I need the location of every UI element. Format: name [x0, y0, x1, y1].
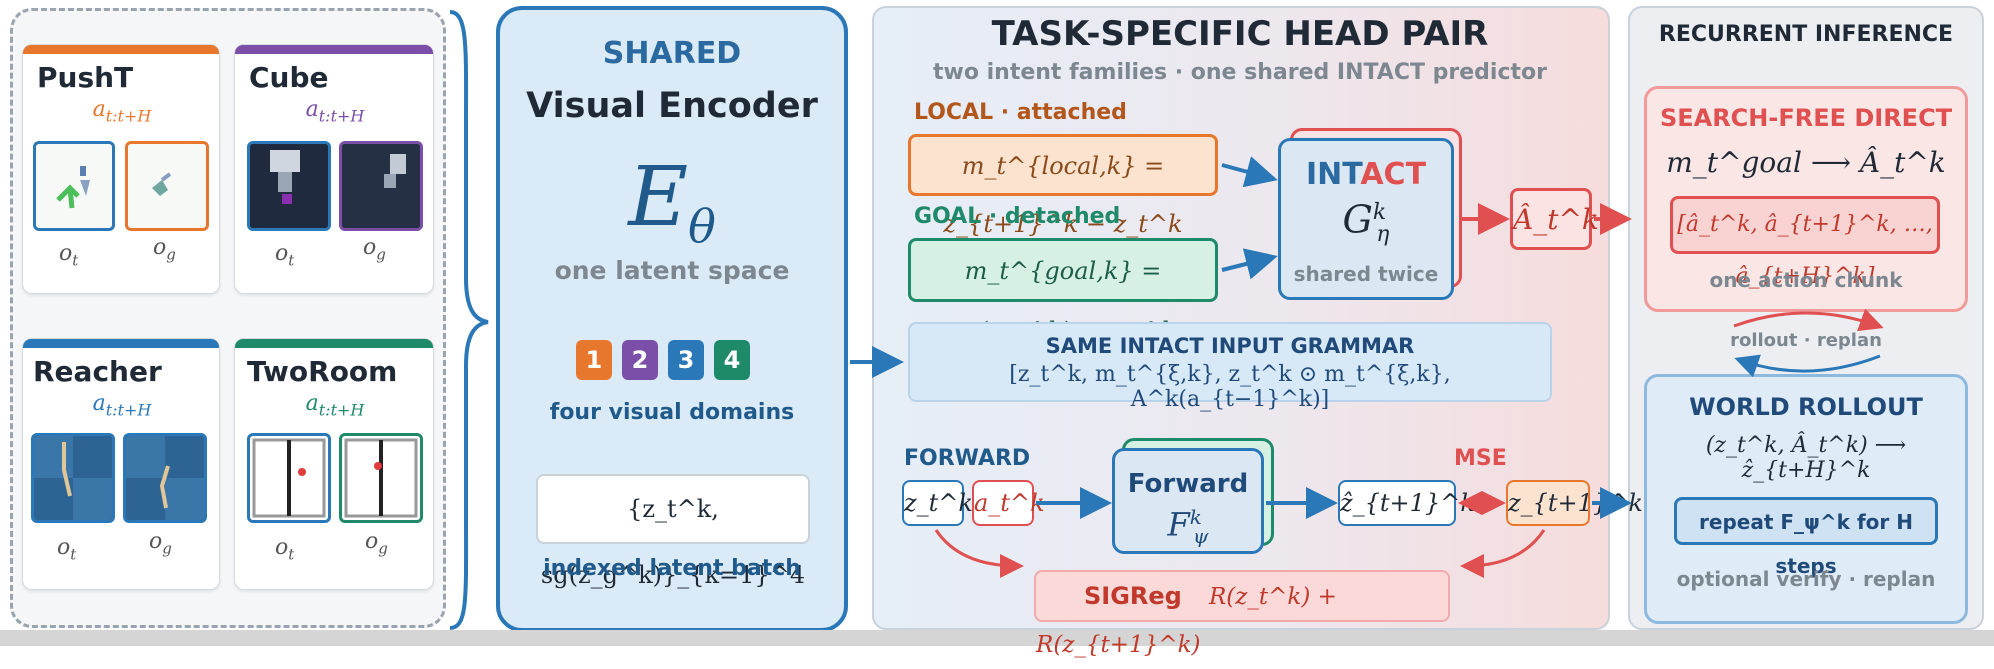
encoder-kicker: SHARED [602, 36, 742, 71]
obs-current-label: ot [59, 241, 79, 270]
goal-thumbnail [125, 141, 209, 231]
local-intent-box: m_t^{local,k} = z_{t+1}^k − z_t^k [908, 134, 1218, 238]
observation-thumbnail [31, 433, 115, 523]
sigreg-label: SIGReg [1084, 582, 1182, 610]
action-chunk-label: at:t+H [92, 391, 152, 420]
action-chunk-box: [â_t^k, â_{t+1}^k, …, â_{t+H}^k] [1670, 196, 1940, 289]
world-formula: (z_t^k, Â_t^k) ⟶ ẑ_{t+H}^k [1705, 433, 1907, 483]
input-grammar-box: SAME INTACT INPUT GRAMMAR [z_t^k, m_t^{ξ… [908, 322, 1552, 412]
obs-current-label: ot [275, 535, 295, 564]
encoder-title: Visual Encoder [526, 86, 818, 126]
obs-current-label: ot [275, 241, 295, 270]
action-chunk-label: at:t+H [92, 97, 152, 126]
head-subtitle: two intent families · one shared INTACT … [933, 60, 1547, 85]
target-latent-box: z_{t+1}^k [1506, 480, 1643, 526]
domain-badge-3: 3 [668, 340, 704, 380]
domain-badge-2: 2 [622, 340, 658, 380]
direct-title: SEARCH-FREE DIRECT [1659, 104, 1953, 132]
repeat-forward-box: repeat F_ψ^k for H steps [1674, 497, 1938, 578]
intact-predictor-box: INTACT Gkη shared twice [1278, 138, 1454, 300]
predicted-latent-text: ẑ_{t+1}^k [1340, 489, 1475, 517]
action-chunk-formula: [â_t^k, â_{t+1}^k, …, â_{t+H}^k] [1677, 212, 1933, 289]
goal-intent-box: m_t^{goal,k} = sg(z_g^k) − z_t^k [908, 238, 1218, 345]
reacher-scene-icon [34, 436, 112, 520]
forward-model-title: Forward [1127, 469, 1249, 499]
domain-card-tworoom: TwoRoom at:t+H ot og [234, 338, 434, 590]
forward-model-symbol: Fkψ [1167, 505, 1209, 549]
action-output-box: Â_t^k [1510, 188, 1599, 250]
action-output: Â_t^k [1513, 203, 1599, 236]
forward-model-box: Forward Fkψ [1112, 448, 1264, 554]
latent-batch-formula: {z_t^k, sg(z_g^k)}_{k=1}^4 [540, 495, 806, 589]
mse-label: MSE [1454, 446, 1507, 471]
goal-thumbnail [339, 141, 423, 231]
latent-space-caption: one latent space [554, 256, 790, 285]
latent-batch-box: {z_t^k, sg(z_g^k)}_{k=1}^4 [536, 474, 810, 589]
latent-batch-caption: indexed latent batch [543, 556, 801, 581]
action-chunk-label: at:t+H [305, 391, 365, 420]
local-label: LOCAL · attached [914, 100, 1127, 125]
action-chunk-label: at:t+H [305, 97, 365, 126]
domain-badge-4: 4 [714, 340, 750, 380]
intact-title: INTACT [1305, 157, 1427, 192]
chunk-caption: one action chunk [1709, 268, 1903, 292]
world-title: WORLD ROLLOUT [1689, 393, 1923, 421]
verify-label: optional verify · replan [1676, 567, 1936, 591]
reacher-goal-icon [126, 436, 204, 520]
world-rollout-box: WORLD ROLLOUT (z_t^k, Â_t^k) ⟶ ẑ_{t+H}^k… [1644, 374, 1968, 624]
domain-title: Reacher [33, 355, 162, 388]
sigreg-box: SIGReg R(z_t^k) + R(z_{t+1}^k) [1034, 570, 1450, 658]
goal-label: GOAL · detached [914, 204, 1121, 229]
pusht-goal-icon [152, 172, 172, 196]
obs-goal-label: og [153, 235, 176, 264]
tworoom-scene-icon [252, 438, 326, 518]
obs-goal-label: og [363, 235, 386, 264]
domain-color-bar [235, 45, 433, 54]
obs-current-label: ot [57, 535, 77, 564]
domain-title: TwoRoom [247, 355, 398, 388]
goal-thumbnail [339, 433, 423, 523]
observation-thumbnail [247, 141, 331, 231]
target-latent-text: z_{t+1}^k [1508, 489, 1643, 517]
recurrent-title: RECURRENT INFERENCE [1658, 22, 1954, 47]
goal-thumbnail [123, 433, 207, 523]
pusht-scene-icon [56, 166, 90, 209]
loop-label: rollout · replan [1730, 330, 1882, 351]
domain-title: Cube [249, 61, 329, 94]
bottom-strip [0, 630, 1994, 646]
sigreg-formula: R(z_t^k) + R(z_{t+1}^k) [1036, 584, 1337, 658]
tworoom-goal-icon [344, 438, 418, 518]
intact-symbol: Gkη [1342, 197, 1390, 248]
domain-title: PushT [37, 61, 134, 94]
forward-action-input: a_t^k [972, 480, 1045, 526]
predicted-latent-box: ẑ_{t+1}^k [1338, 480, 1475, 526]
forward-action-text: a_t^k [974, 489, 1045, 517]
observation-thumbnail [33, 141, 115, 231]
forward-latent-input: z_t^k [902, 480, 973, 526]
domain-color-bar [23, 339, 219, 348]
cube-scene-icon [250, 144, 328, 228]
domain-card-cube: Cube at:t+H ot og [234, 44, 434, 294]
head-title: TASK-SPECIFIC HEAD PAIR [991, 14, 1489, 54]
input-grammar-formula: [z_t^k, m_t^{ξ,k}, z_t^k ⊙ m_t^{ξ,k}, A^… [1009, 362, 1451, 412]
forward-latent-text: z_t^k [904, 489, 973, 517]
intact-caption: shared twice [1293, 262, 1439, 287]
obs-goal-label: og [365, 529, 388, 558]
direct-formula: m_t^goal ⟶ Â_t^k [1666, 146, 1946, 179]
observation-thumbnail [247, 433, 331, 523]
local-intent-formula: m_t^{local,k} = z_{t+1}^k − z_t^k [943, 152, 1183, 238]
domain-card-reacher: Reacher at:t+H ot og [22, 338, 220, 590]
domain-color-bar [235, 339, 433, 348]
domain-color-bar [23, 45, 219, 54]
input-grammar-title: SAME INTACT INPUT GRAMMAR [1045, 334, 1415, 358]
obs-goal-label: og [149, 529, 172, 558]
forward-label: FORWARD [904, 446, 1031, 471]
domains-caption: four visual domains [549, 400, 795, 425]
cube-goal-icon [342, 144, 420, 228]
encoder-symbol: Eθ [628, 150, 716, 254]
domain-card-pusht: PushT at:t+H ot og [22, 44, 220, 294]
task-head-panel [872, 6, 1610, 630]
grouping-brace [449, 10, 489, 630]
domain-badge-1: 1 [576, 340, 612, 380]
